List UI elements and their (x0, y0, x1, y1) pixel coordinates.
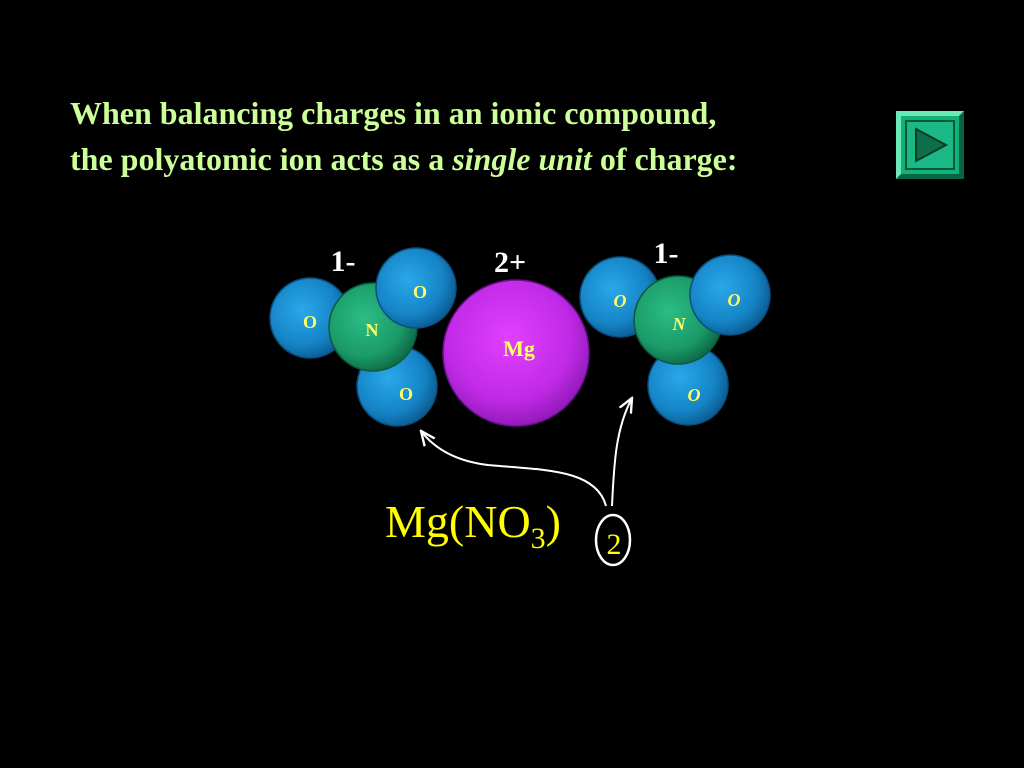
formula-subscript-2: 2 (607, 528, 622, 561)
right-oxygen-label-1: O (614, 291, 627, 311)
left-nitrate-ion: O O N O 1- (269, 245, 457, 427)
formula-base: Mg(NO (385, 496, 531, 547)
right-oxygen-label-3: O (728, 290, 741, 310)
title-emphasis: single unit (452, 141, 592, 177)
formula-subscript-3: 3 (531, 522, 546, 555)
slide-title: When balancing charges in an ionic compo… (70, 90, 890, 182)
left-oxygen-label-2: O (399, 384, 413, 404)
magnesium-label: Mg (503, 336, 535, 361)
arrow-to-left-ion (421, 431, 607, 507)
next-slide-button[interactable] (896, 111, 964, 179)
title-line-2: the polyatomic ion acts as a single unit… (70, 136, 890, 182)
chemical-formula: Mg(NO3) (385, 496, 561, 555)
right-nitrogen-label: N (672, 314, 687, 334)
left-nitrogen-label: N (366, 320, 379, 340)
play-triangle-icon (915, 127, 949, 163)
arrow-to-right-ion (611, 398, 632, 507)
cation-charge: 2+ (494, 246, 526, 279)
formula-close-paren: ) (546, 496, 561, 547)
magnesium-cation: Mg 2+ (442, 246, 590, 427)
right-oxygen-label-2: O (688, 385, 701, 405)
title-line-2-start: the polyatomic ion acts as a (70, 141, 453, 177)
title-line-1: When balancing charges in an ionic compo… (70, 95, 717, 131)
right-ion-charge: 1- (654, 237, 679, 270)
right-oxygen-atom-3 (689, 254, 771, 336)
left-oxygen-atom-3 (375, 247, 457, 329)
title-line-2-end: of charge: (591, 141, 738, 177)
magnesium-atom (442, 279, 590, 427)
left-ion-charge: 1- (331, 245, 356, 278)
right-nitrate-ion: O O N O 1- (579, 237, 771, 426)
left-oxygen-label-1: O (303, 312, 317, 332)
subscript-highlight-circle (594, 513, 632, 567)
left-oxygen-label-3: O (413, 282, 427, 302)
